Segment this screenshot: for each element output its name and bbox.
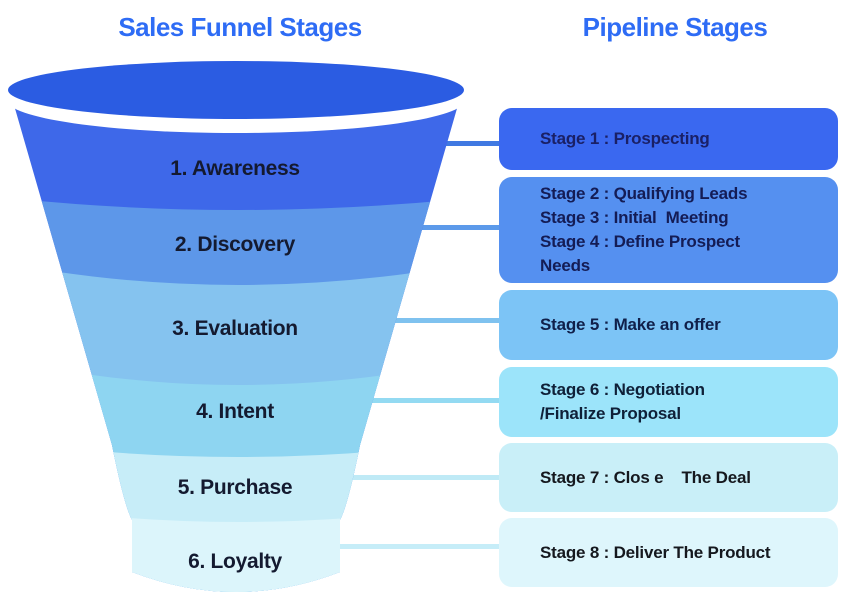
right-column-title: Pipeline Stages — [582, 12, 768, 42]
connector-line-3 — [330, 318, 504, 323]
pipeline-box-stage-7: Stage 7 : Clos e The Deal — [499, 443, 838, 512]
pipeline-box-stage-6: Stage 6 : Negotiation /Finalize Proposal — [499, 367, 838, 437]
funnel-stage-loyalty-label: 6. Loyalty — [188, 550, 282, 573]
pipeline-box-line: Stage 6 : Negotiation — [540, 380, 705, 399]
funnel-stage-intent-label: 4. Intent — [196, 400, 274, 423]
pipeline-box-stage-8: Stage 8 : Deliver The Product — [499, 518, 838, 587]
pipeline-box-line: Needs — [540, 256, 591, 275]
pipeline-box-stage-5: Stage 5 : Make an offer — [499, 290, 838, 360]
left-column-title: Sales Funnel Stages — [118, 12, 362, 42]
connector-line-4 — [330, 398, 504, 403]
pipeline-box-line: Stage 1 : Prospecting — [540, 129, 710, 148]
funnel-stage-awareness-label: 1. Awareness — [170, 157, 300, 180]
pipeline-box-stage-1: Stage 1 : Prospecting — [499, 108, 838, 170]
pipeline-box-line: /Finalize Proposal — [540, 404, 681, 423]
funnel-stage-discovery-label: 2. Discovery — [174, 233, 296, 256]
funnel-stage-evaluation-label: 3. Evaluation — [172, 317, 298, 340]
pipeline-box-line: Stage 5 : Make an offer — [540, 315, 721, 334]
connector-line-5 — [330, 475, 504, 480]
pipeline-box-line: Stage 7 : Clos e The Deal — [540, 467, 751, 487]
pipeline-box-line: Stage 2 : Qualifying Leads — [540, 184, 748, 203]
funnel-stage-purchase-label: 5. Purchase — [177, 476, 293, 499]
sales-funnel-graphic — [7, 61, 465, 592]
pipeline-box-line: Stage 3 : Initial Meeting — [540, 208, 729, 227]
pipeline-box-line: Stage 4 : Define Prospect — [540, 232, 741, 251]
pipeline-box-stages-2-3-4: Stage 2 : Qualifying Leads Stage 3 : Ini… — [499, 177, 838, 283]
pipeline-box-line: Stage 8 : Deliver The Product — [540, 542, 771, 562]
funnel-rim-top-ellipse — [8, 61, 464, 119]
connector-line-6 — [330, 544, 504, 549]
